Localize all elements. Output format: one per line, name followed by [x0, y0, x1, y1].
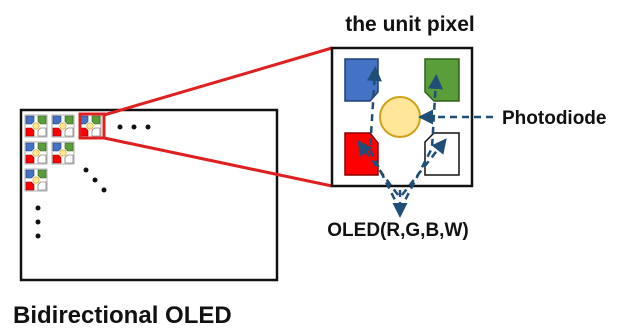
ellipsis-diagonal	[83, 167, 107, 193]
ellipsis-vertical	[35, 205, 41, 239]
mini-oled-green	[37, 142, 47, 152]
mini-photodiode	[59, 149, 67, 157]
mini-oled-blue	[52, 115, 62, 125]
photodiode-circle	[379, 96, 421, 138]
mini-oled-blue	[52, 142, 62, 152]
arrows	[357, 66, 493, 218]
zoom-line-bottom	[103, 136, 333, 188]
mini-pixel	[51, 114, 75, 138]
zoom-line-top	[103, 46, 333, 117]
mini-oled-white	[37, 154, 47, 164]
unit-pixel-title: the unit pixel	[345, 13, 475, 36]
mini-pixel	[24, 168, 48, 192]
mini-oled-green	[91, 115, 101, 125]
arrow-to-red	[357, 140, 400, 196]
mini-oled-white	[37, 127, 47, 137]
mini-photodiode	[32, 149, 40, 157]
mini-oled-red	[52, 127, 62, 137]
mini-pixel	[78, 114, 102, 138]
mini-photodiode	[59, 122, 67, 130]
mini-photodiode	[32, 176, 40, 184]
mini-oled-blue	[25, 115, 35, 125]
mini-photodiode	[86, 122, 94, 130]
oled-label: OLED(R,G,B,W)	[327, 220, 468, 241]
mini-pixel	[24, 141, 48, 165]
mini-oled-blue	[25, 142, 35, 152]
mini-oled-green	[64, 142, 74, 152]
mini-oled-green	[37, 115, 47, 125]
mini-oled-white	[64, 127, 74, 137]
mini-oled-red	[25, 154, 35, 164]
mini-oled-red	[52, 154, 62, 164]
ellipsis-horizontal	[117, 124, 151, 130]
mini-oled-blue	[25, 169, 35, 179]
photodiode-label: Photodiode	[502, 108, 606, 129]
mini-oled-white	[64, 154, 74, 164]
mini-oled-red	[25, 181, 35, 191]
oled-green	[424, 58, 460, 102]
mini-pixel-grid	[24, 114, 102, 192]
display-panel	[19, 108, 279, 282]
mini-oled-green	[37, 169, 47, 179]
mini-pixel	[51, 141, 75, 165]
mini-oled-green	[64, 115, 74, 125]
selected-pixel-highlight	[78, 112, 106, 140]
mini-pixel	[24, 114, 48, 138]
mini-oled-white	[91, 127, 101, 137]
mini-oled-red	[25, 127, 35, 137]
device-label: Bidirectional OLED	[13, 302, 232, 329]
mini-oled-white	[37, 181, 47, 191]
mini-photodiode	[32, 122, 40, 130]
